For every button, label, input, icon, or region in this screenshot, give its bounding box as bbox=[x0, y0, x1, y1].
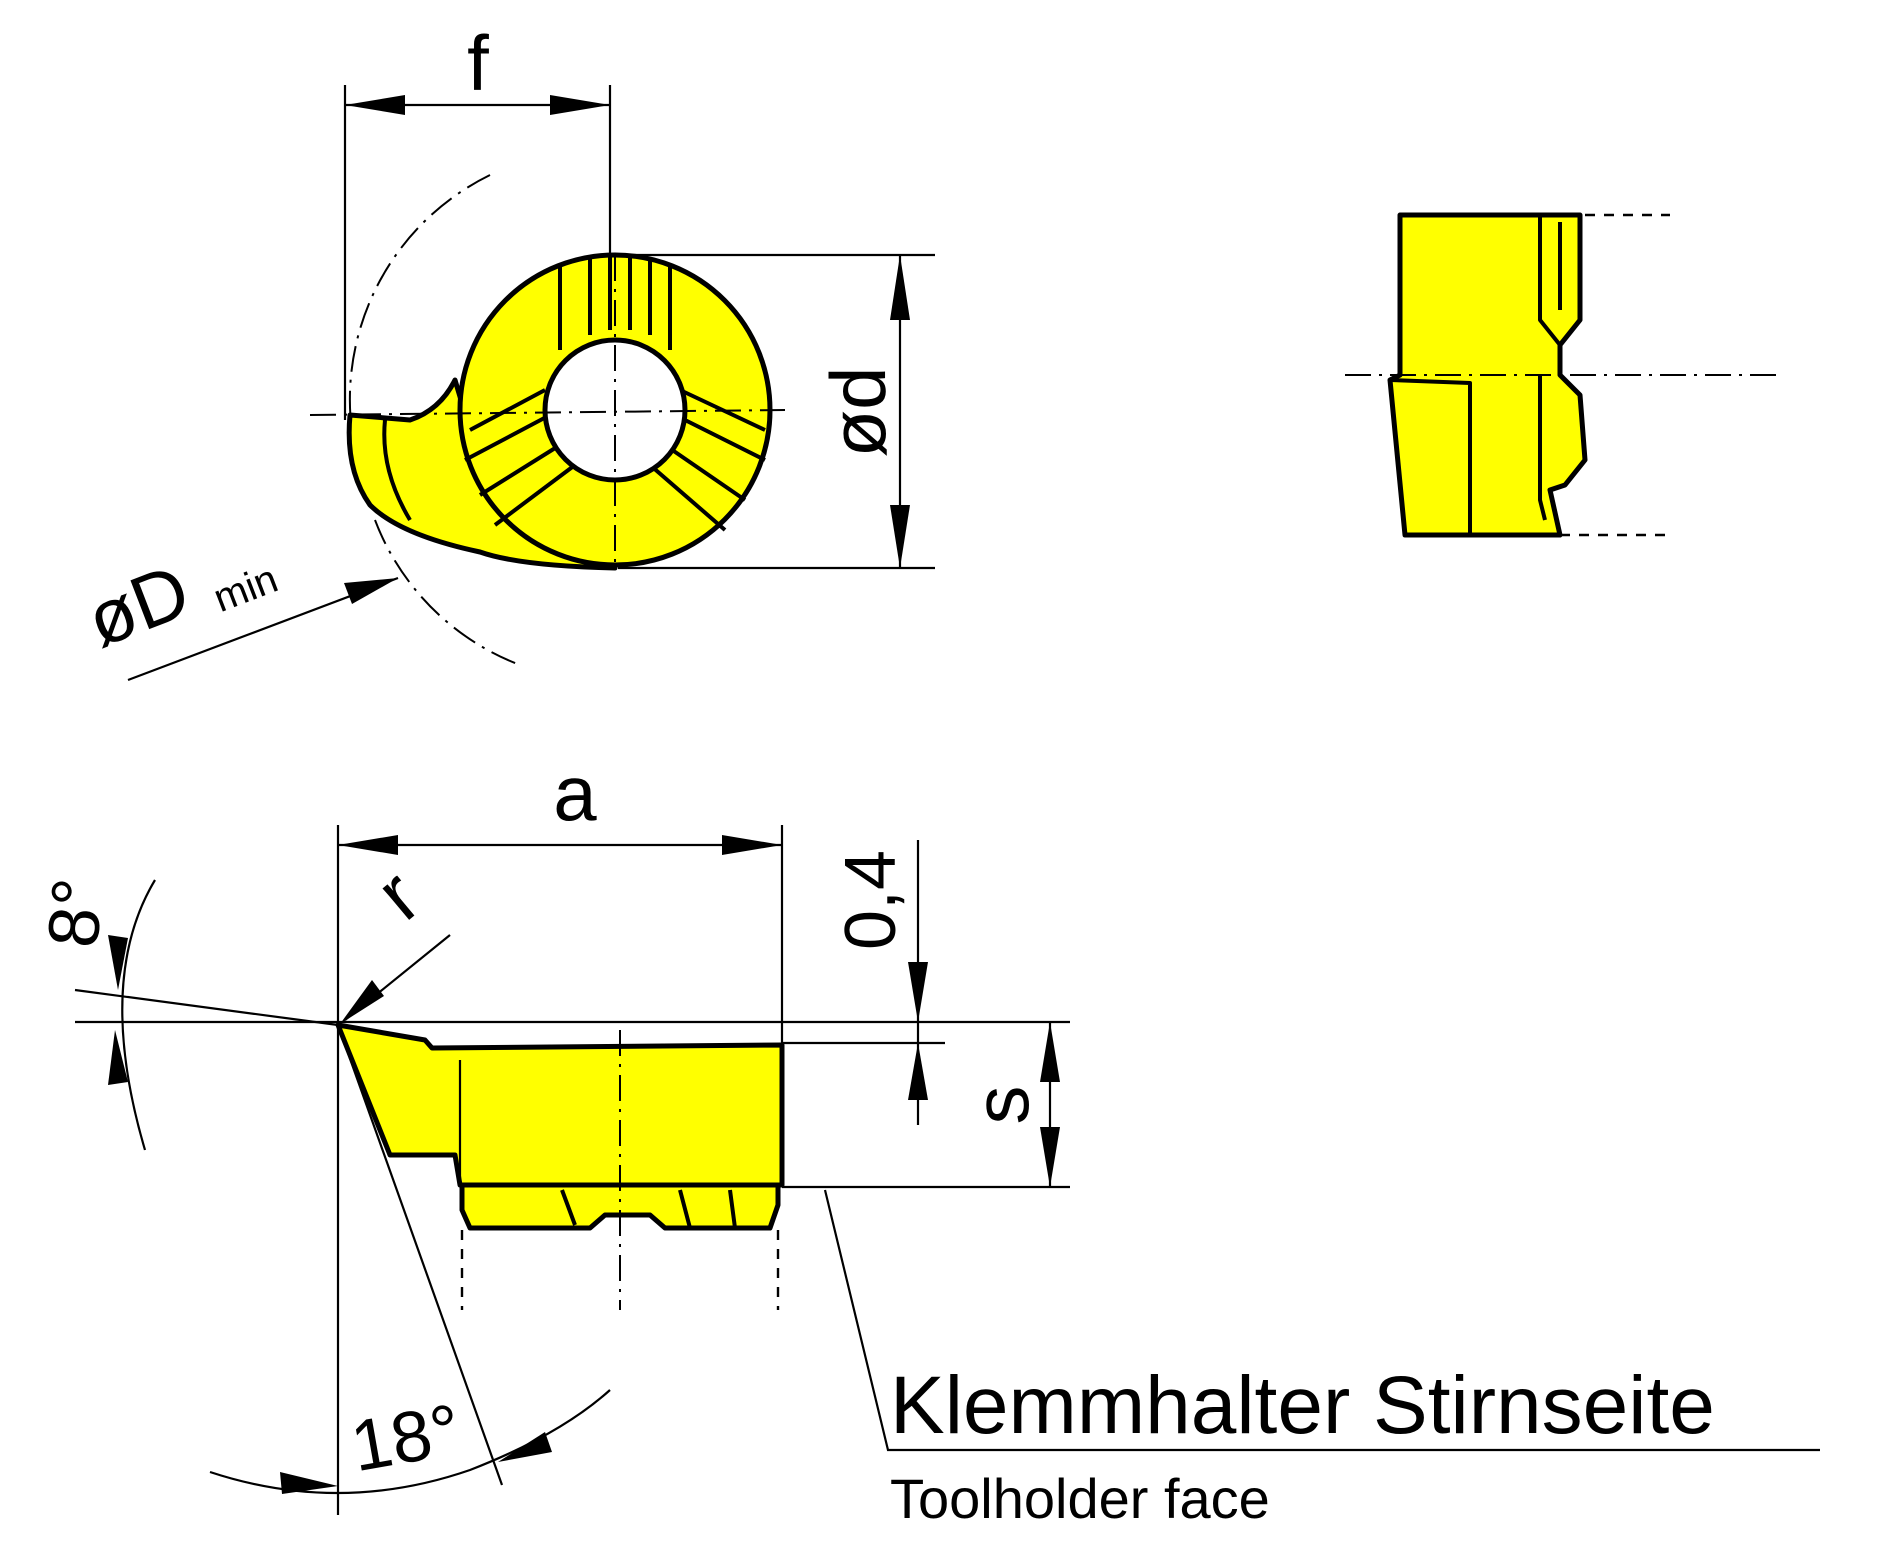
side-view bbox=[1345, 212, 1780, 538]
dmin-circle-arc-lower bbox=[374, 519, 521, 666]
dmin-label: øD bbox=[76, 548, 201, 664]
angle8-arc bbox=[121, 879, 156, 1151]
r-label: r bbox=[359, 852, 435, 936]
angle18-arrow-left bbox=[280, 1472, 338, 1494]
groove-top bbox=[558, 256, 672, 350]
angle8-label: 8° bbox=[33, 875, 119, 951]
f-arrow-left bbox=[345, 95, 405, 115]
angle18-arc bbox=[209, 1389, 611, 1495]
profile-teeth-v bbox=[560, 1189, 737, 1229]
caption-german: Klemmhalter Stirnseite bbox=[890, 1360, 1715, 1451]
toolholder-leader bbox=[823, 1189, 1820, 1452]
dim04-arrow-top bbox=[908, 962, 928, 1022]
angle18-label: 18° bbox=[345, 1390, 466, 1488]
d-label: ød bbox=[814, 366, 902, 457]
insert-tail-groove bbox=[382, 419, 412, 522]
profile-insert-body bbox=[335, 1022, 785, 1188]
dim04-arrow-bottom bbox=[908, 1043, 928, 1100]
caption-english: Toolholder face bbox=[890, 1467, 1270, 1530]
dmin-arrow bbox=[344, 578, 398, 604]
profile-8deg-line bbox=[74, 988, 339, 1027]
angle8-arrow-bottom bbox=[108, 1030, 128, 1085]
profile-view: a 0,4 s r 8° 18° Klemmhalter Stirnseite … bbox=[33, 749, 1820, 1530]
a-label: a bbox=[553, 749, 597, 837]
side-insert-step bbox=[1538, 215, 1562, 347]
s-arrow-bottom bbox=[1040, 1127, 1060, 1187]
dmin-circle-arc bbox=[348, 174, 491, 471]
dim04-label: 0,4 bbox=[831, 850, 911, 950]
d-arrow-bottom bbox=[890, 505, 910, 568]
side-insert-notch bbox=[1538, 375, 1547, 521]
angle18-arrow-right bbox=[498, 1432, 552, 1462]
f-label: f bbox=[467, 19, 489, 107]
face-view: f ød øD min bbox=[76, 19, 935, 682]
s-arrow-top bbox=[1040, 1022, 1060, 1082]
f-arrow-right bbox=[550, 95, 610, 115]
profile-insert-teeth bbox=[459, 1182, 781, 1231]
a-arrow-right bbox=[722, 835, 782, 855]
a-arrow-left bbox=[338, 835, 398, 855]
s-label: s bbox=[957, 1086, 1045, 1125]
side-insert-lower bbox=[1389, 378, 1472, 535]
r-arrow bbox=[340, 980, 384, 1024]
groove-left bbox=[464, 388, 577, 527]
dmin-subscript: min bbox=[208, 557, 284, 621]
face-centerline-h bbox=[309, 409, 786, 416]
profile-18deg-line bbox=[336, 1024, 504, 1486]
angle8-arrow-top bbox=[108, 935, 128, 990]
d-arrow-top bbox=[890, 255, 910, 320]
